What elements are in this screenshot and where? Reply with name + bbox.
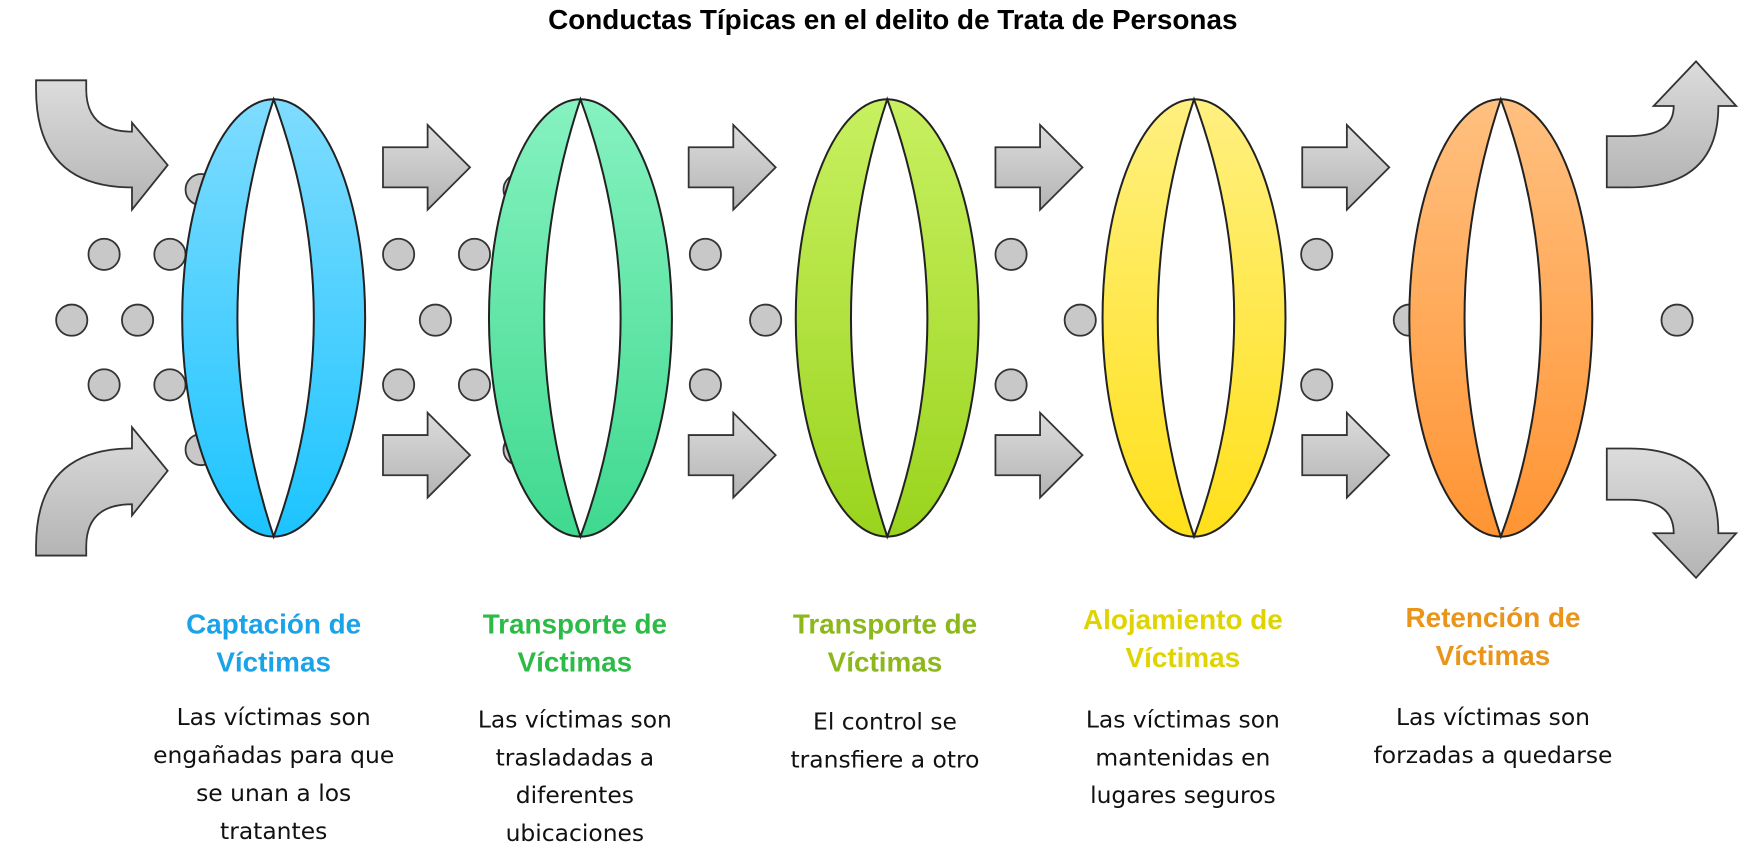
victim-dot bbox=[55, 303, 89, 337]
stage-description-line: diferentes bbox=[516, 781, 634, 809]
victim-dot bbox=[87, 368, 121, 402]
stage-description-line: lugares seguros bbox=[1090, 781, 1276, 809]
stage-ring bbox=[794, 96, 980, 540]
curved-arrow-out-top-icon bbox=[1605, 60, 1739, 189]
victim-dot bbox=[1660, 303, 1694, 337]
stage-description-line: transfiere a otro bbox=[791, 746, 980, 774]
stage-ring bbox=[181, 96, 367, 540]
stage-description-line: engañadas para que bbox=[153, 741, 394, 769]
stage-description-line: trasladadas a bbox=[496, 743, 655, 771]
victim-dot bbox=[153, 368, 187, 402]
victim-dot bbox=[1300, 368, 1334, 402]
diagram-title: Conductas Típicas en el delito de Trata … bbox=[548, 4, 1237, 35]
victim-dot bbox=[153, 237, 187, 271]
stage-description-line: Las víctimas son bbox=[1086, 705, 1280, 733]
stage-title-line: Víctimas bbox=[1126, 642, 1241, 673]
stage-description-line: El control se bbox=[813, 708, 957, 736]
victim-dot bbox=[382, 237, 416, 271]
stage-rings bbox=[181, 96, 1594, 540]
right-arrow-icon bbox=[687, 122, 777, 212]
victim-dot bbox=[457, 368, 491, 402]
stage-title-line: Retención de bbox=[1405, 602, 1580, 633]
victim-dot bbox=[1063, 303, 1097, 337]
stage-ring bbox=[1101, 96, 1287, 540]
victim-dot bbox=[688, 237, 722, 271]
stage-title-line: Alojamiento de bbox=[1083, 604, 1283, 635]
stage-title-line: Captación de bbox=[186, 609, 361, 640]
stage-title-line: Transporte de bbox=[793, 609, 977, 640]
stage-description-line: se unan a los bbox=[196, 779, 351, 807]
victim-dot bbox=[121, 303, 155, 337]
stage-title-line: Víctimas bbox=[216, 647, 331, 678]
stage-description-line: tratantes bbox=[220, 817, 327, 845]
stage-label-3: Transporte de Víctimas El control se transf… bbox=[791, 609, 980, 774]
curved-arrow-out-bottom-icon bbox=[1605, 447, 1739, 580]
right-arrow-icon bbox=[1301, 410, 1391, 500]
flow-arrows bbox=[382, 122, 1391, 500]
victim-dot bbox=[382, 368, 416, 402]
stage-title-line: Víctimas bbox=[518, 647, 633, 678]
victim-dot bbox=[749, 303, 783, 337]
right-arrow-icon bbox=[1301, 122, 1391, 212]
stage-description-line: forzadas a quedarse bbox=[1374, 741, 1613, 769]
victim-dot bbox=[457, 237, 491, 271]
victim-dot bbox=[994, 237, 1028, 271]
victim-dot bbox=[688, 368, 722, 402]
victim-dot bbox=[994, 368, 1028, 402]
right-arrow-icon bbox=[382, 410, 472, 500]
stage-title-line: Víctimas bbox=[1436, 640, 1551, 671]
stage-description-line: Las víctimas son bbox=[478, 705, 672, 733]
stage-description-line: mantenidas en bbox=[1095, 743, 1270, 771]
stage-description-line: Las víctimas son bbox=[177, 703, 371, 731]
victim-dot bbox=[87, 237, 121, 271]
right-arrow-icon bbox=[382, 122, 472, 212]
victim-dot bbox=[418, 303, 452, 337]
curved-arrow-in-bottom-icon bbox=[35, 424, 169, 557]
stage-description-line: Las víctimas son bbox=[1396, 703, 1590, 731]
stage-description-line: ubicaciones bbox=[506, 819, 645, 847]
stage-title-line: Transporte de bbox=[483, 609, 667, 640]
stage-ring bbox=[487, 96, 673, 540]
stage-title-line: Víctimas bbox=[828, 647, 943, 678]
right-arrow-icon bbox=[687, 410, 777, 500]
right-arrow-icon bbox=[994, 122, 1084, 212]
right-arrow-icon bbox=[994, 410, 1084, 500]
victim-dot bbox=[1300, 237, 1334, 271]
curved-arrow-in-top-icon bbox=[35, 79, 169, 213]
stage-ring bbox=[1408, 96, 1594, 540]
